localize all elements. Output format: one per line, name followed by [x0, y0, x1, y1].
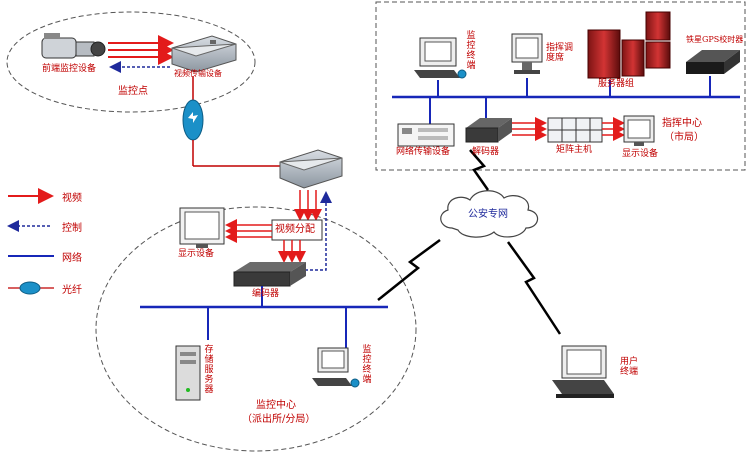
command-display-icon — [623, 115, 655, 146]
gps-clock-icon — [686, 50, 740, 74]
command-display-label: 显示设备 — [622, 149, 659, 159]
monitor-point-boundary — [6, 11, 256, 113]
storage-server-icon — [175, 345, 201, 401]
user-terminal-label: 用户终端 — [620, 357, 639, 377]
gps-clock-label: 铁星GPS校时器 — [686, 35, 744, 44]
display-monitor-icon — [179, 207, 225, 248]
command-terminal-icon — [414, 37, 467, 79]
legend-video: 视频 — [62, 193, 82, 204]
server-group-label: 服务器组 — [598, 79, 635, 89]
transmit-device-label: 视频传输设备 — [174, 69, 222, 78]
sub-display-label: 显示设备 — [178, 249, 215, 259]
dispatch-seat-icon — [511, 33, 543, 74]
command-center-boundary — [375, 1, 746, 171]
command-center-title: 指挥中心 — [662, 118, 702, 129]
user-terminal-icon — [552, 345, 614, 398]
link-cloud-command — [469, 149, 490, 191]
server-group-icon — [587, 11, 671, 79]
encoder-icon — [233, 262, 306, 287]
storage-label: 存储服务器 — [204, 345, 214, 395]
sub-terminal-label: 监控终端 — [362, 345, 372, 385]
legend-fiber: 光纤 — [62, 285, 82, 296]
monitor-terminal-icon — [312, 347, 360, 388]
command-center-subtitle: （市局） — [664, 132, 704, 143]
sub-center-boundary — [95, 206, 417, 452]
encoder-label: 编码器 — [252, 289, 280, 299]
fiber-icon — [182, 99, 204, 141]
video-split-label: 视频分配 — [275, 224, 315, 235]
network-transmit-label: 网络传输设备 — [396, 147, 451, 157]
decoder-label: 解码器 — [472, 147, 500, 157]
link-cloud-subcenter — [377, 238, 441, 301]
video-transmitter-icon — [171, 35, 237, 73]
command-terminal-label: 监控终端 — [466, 31, 476, 71]
police-network-cloud — [440, 190, 539, 238]
dispatch-seat-label: 指挥调度席 — [546, 43, 574, 63]
sub-center-subtitle: （派出所/分局） — [242, 414, 316, 425]
camera-icon — [41, 33, 106, 59]
sub-center-title: 监控中心 — [256, 400, 296, 411]
decoder-icon — [465, 118, 512, 143]
monitor-point-title: 监控点 — [118, 86, 148, 97]
matrix-host-icon — [547, 117, 603, 143]
link-cloud-user — [506, 241, 562, 335]
network-transmit-icon — [397, 123, 455, 147]
cloud-label: 公安专网 — [468, 209, 508, 220]
matrix-host-label: 矩阵主机 — [556, 145, 593, 155]
video-split-box — [271, 219, 323, 241]
video-receiver-icon — [279, 149, 343, 189]
front-device-label: 前端监控设备 — [42, 64, 97, 74]
legend-network: 网络 — [62, 253, 82, 264]
legend-control: 控制 — [62, 223, 82, 234]
